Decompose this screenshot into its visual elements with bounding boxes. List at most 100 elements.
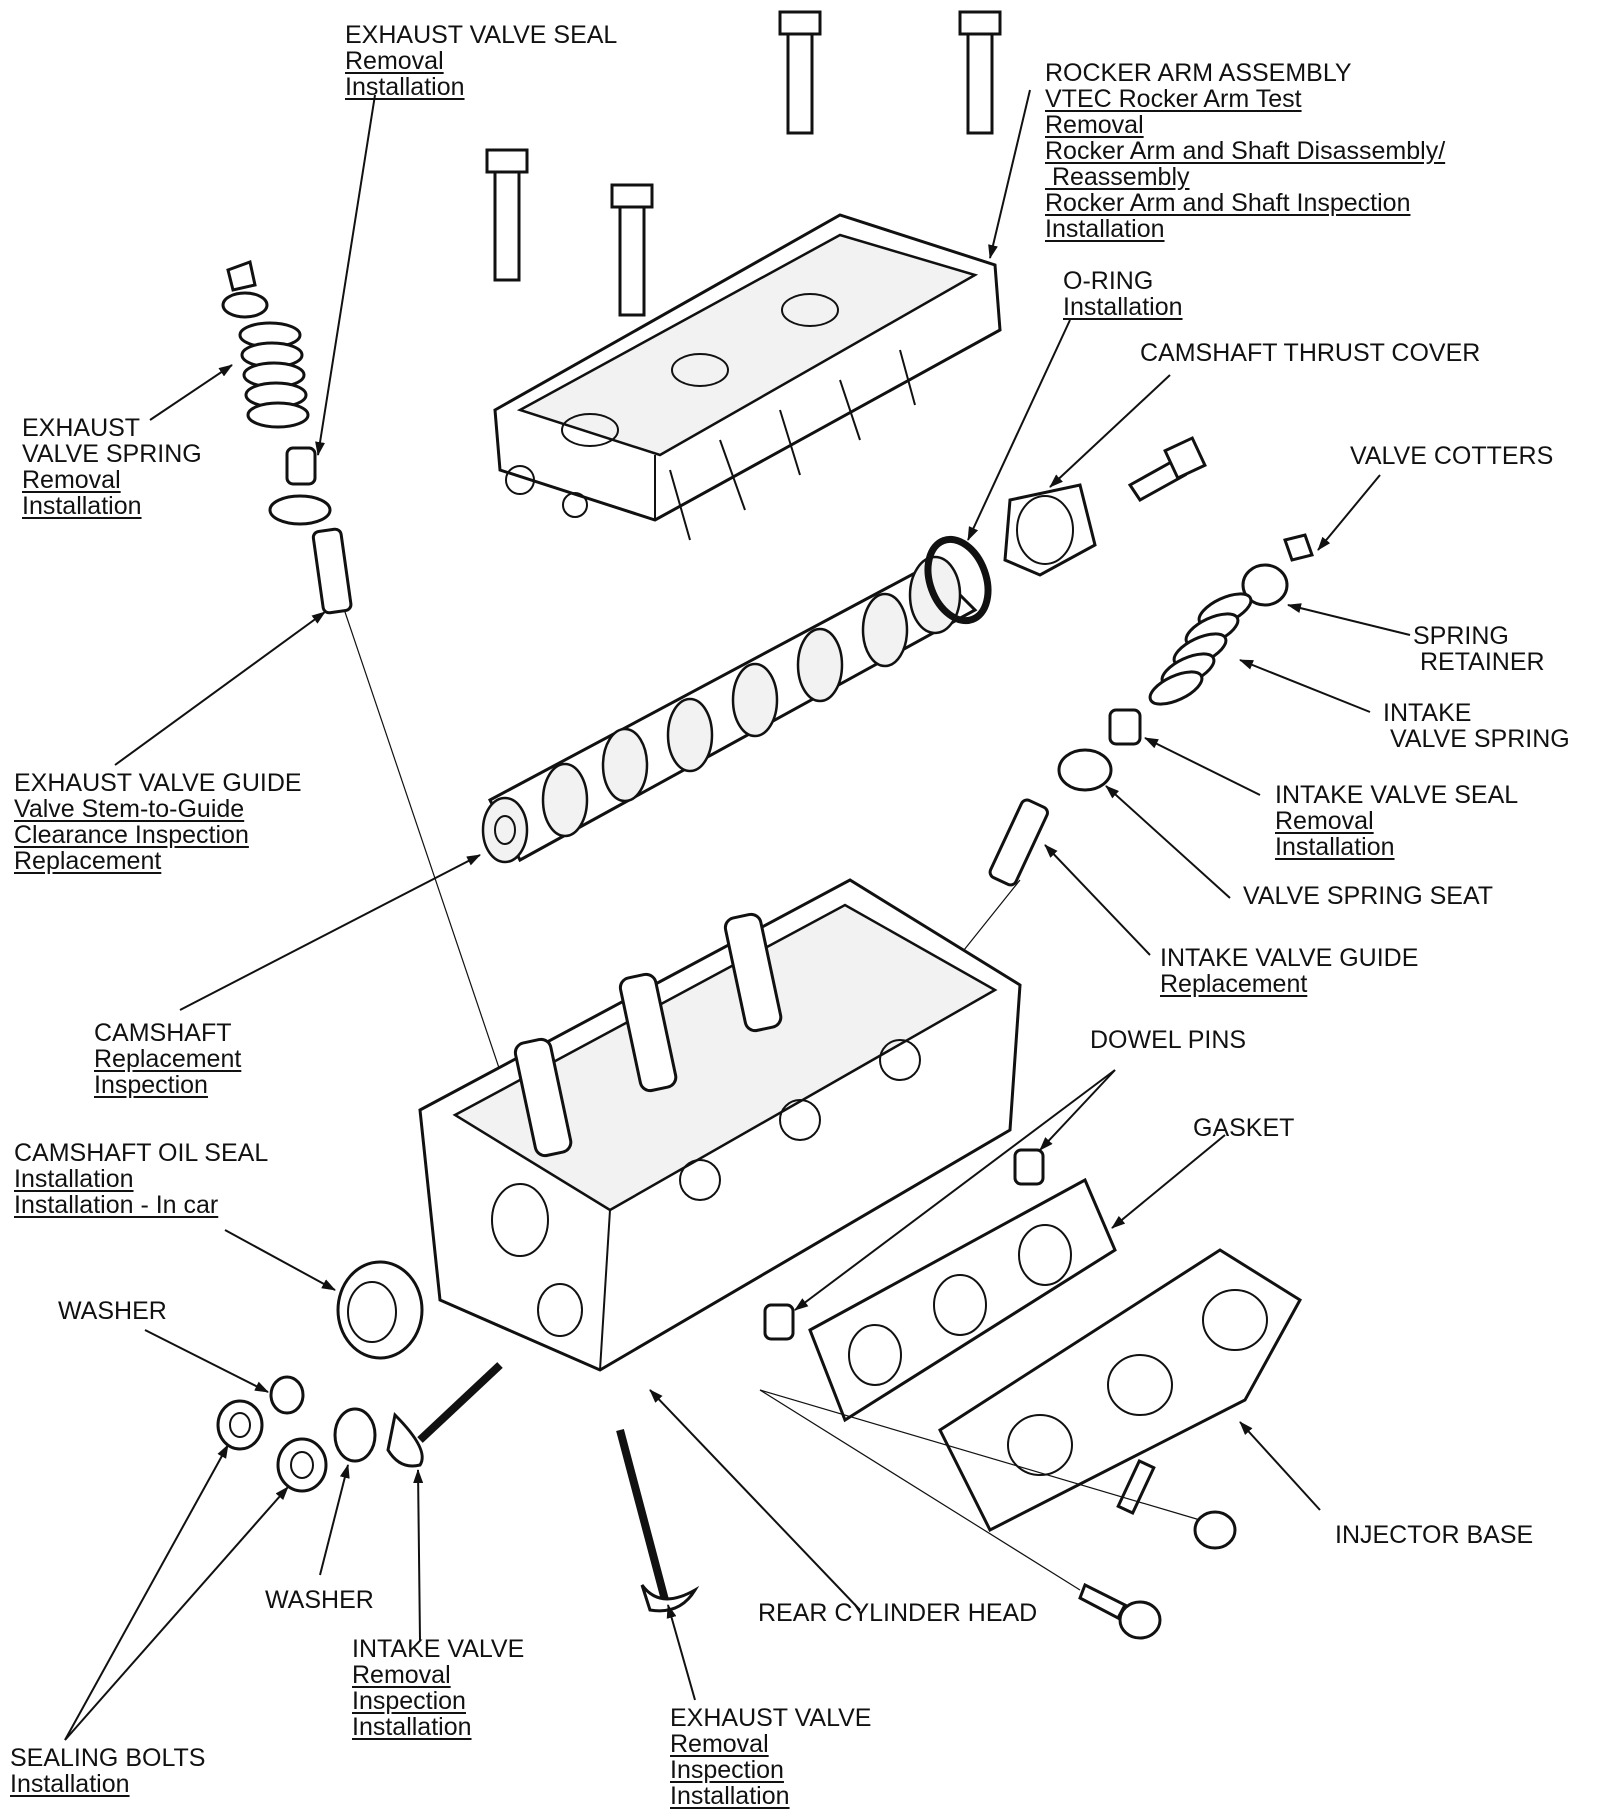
label-sealing-bolts: SEALING BOLTS Installation	[10, 1745, 205, 1797]
link-removal[interactable]: Removal	[1045, 111, 1144, 139]
exhaust-valve-seal-part	[285, 446, 317, 486]
link-installation-in-car[interactable]: Installation - In car	[14, 1191, 219, 1219]
link-installation[interactable]: Installation	[1063, 293, 1183, 321]
link-installation[interactable]: Installation	[345, 73, 465, 101]
injector-base-nut	[1193, 1510, 1237, 1550]
intake-valve-seal-part	[1108, 708, 1142, 746]
link-disassembly[interactable]: Rocker Arm and Shaft Disassembly/	[1045, 137, 1446, 165]
label-o-ring: O-RING Installation	[1063, 268, 1183, 320]
label-intake-valve-spring: INTAKE VALVE SPRING	[1383, 700, 1570, 752]
label-title: VALVE COTTERS	[1350, 442, 1554, 470]
label-title: EXHAUST VALVE	[670, 1704, 872, 1732]
link-reassembly[interactable]: Reassembly	[1045, 163, 1190, 191]
leader-lines	[64, 89, 1411, 1741]
link-removal[interactable]: Removal	[670, 1730, 769, 1758]
label-camshaft-thrust-cover: CAMSHAFT THRUST COVER	[1140, 340, 1480, 366]
injector-base-bolt	[1078, 1582, 1162, 1640]
link-replacement[interactable]: Replacement	[94, 1045, 242, 1073]
link-replacement[interactable]: Replacement	[1160, 970, 1308, 998]
rocker-bolt-3	[778, 10, 822, 135]
exhaust-valve-spring-seat	[268, 494, 332, 526]
rocker-bolt-4	[958, 10, 1002, 135]
link-clearance-inspection[interactable]: Clearance Inspection	[14, 821, 249, 849]
camshaft-part	[481, 555, 978, 864]
label-injector-base: INJECTOR BASE	[1335, 1522, 1533, 1548]
sealing-bolt-2	[276, 1437, 328, 1493]
label-intake-valve-seal: INTAKE VALVE SEAL Removal Installation	[1275, 782, 1518, 860]
link-removal[interactable]: Removal	[352, 1661, 451, 1689]
washer-top-part	[269, 1375, 305, 1415]
rear-cylinder-head-part	[418, 878, 1022, 1372]
label-intake-valve: INTAKE VALVE Removal Inspection Installa…	[352, 1636, 524, 1740]
label-camshaft: CAMSHAFT Replacement Inspection	[94, 1020, 241, 1098]
link-inspection[interactable]: Inspection	[670, 1756, 784, 1784]
label-rocker-arm-assembly: ROCKER ARM ASSEMBLY VTEC Rocker Arm Test…	[1045, 60, 1445, 242]
label-title: SPRING	[1413, 622, 1509, 650]
link-vtec-rocker-arm-test[interactable]: VTEC Rocker Arm Test	[1045, 85, 1302, 113]
dowel-pin-2	[763, 1303, 795, 1341]
link-installation[interactable]: Installation	[670, 1782, 790, 1810]
label-title-line-2: RETAINER	[1420, 648, 1545, 676]
camshaft-oil-seal-part	[336, 1260, 424, 1360]
label-title: INTAKE VALVE	[352, 1635, 525, 1663]
label-title: SEALING BOLTS	[10, 1744, 206, 1772]
label-camshaft-oil-seal: CAMSHAFT OIL SEAL Installation Installat…	[14, 1140, 268, 1218]
link-removal[interactable]: Removal	[1275, 807, 1374, 835]
label-exhaust-valve-guide: EXHAUST VALVE GUIDE Valve Stem-to-Guide …	[14, 770, 302, 874]
label-spring-retainer: SPRING RETAINER	[1413, 623, 1545, 675]
label-rear-cylinder-head: REAR CYLINDER HEAD	[758, 1600, 1037, 1626]
link-valve-stem-to-guide[interactable]: Valve Stem-to-Guide	[14, 795, 245, 823]
exhaust-valve-spring-part	[238, 321, 310, 429]
label-title-line-2: VALVE SPRING	[1390, 725, 1570, 753]
injector-base-stud	[1116, 1458, 1156, 1516]
label-intake-valve-guide: INTAKE VALVE GUIDE Replacement	[1160, 945, 1418, 997]
camshaft-thrust-cover-part	[1003, 483, 1097, 577]
exhaust-spring-retainer	[221, 291, 269, 319]
link-installation[interactable]: Installation	[1275, 833, 1395, 861]
label-title: INTAKE VALVE SEAL	[1275, 781, 1519, 809]
link-installation[interactable]: Installation	[352, 1713, 472, 1741]
link-rocker-arm-shaft-inspection[interactable]: Rocker Arm and Shaft Inspection	[1045, 189, 1411, 217]
intake-valve-spring-part	[1148, 592, 1253, 706]
label-title: DOWEL PINS	[1090, 1026, 1247, 1054]
label-title: CAMSHAFT OIL SEAL	[14, 1139, 269, 1167]
washer-bottom-part	[333, 1407, 377, 1463]
link-inspection[interactable]: Inspection	[352, 1687, 466, 1715]
cylinder-head-valve-tube-2	[618, 972, 678, 1093]
link-installation[interactable]: Installation	[1045, 215, 1165, 243]
link-installation[interactable]: Installation	[10, 1770, 130, 1798]
label-exhaust-valve: EXHAUST VALVE Removal Inspection Install…	[670, 1705, 871, 1809]
label-title: GASKET	[1193, 1114, 1295, 1142]
label-title: CAMSHAFT THRUST COVER	[1140, 339, 1481, 367]
label-title: O-RING	[1063, 267, 1154, 295]
label-title: WASHER	[265, 1586, 374, 1614]
label-title: ROCKER ARM ASSEMBLY	[1045, 59, 1352, 87]
label-title-line-2: VALVE SPRING	[22, 440, 202, 468]
label-title: VALVE SPRING SEAT	[1243, 882, 1494, 910]
label-title: WASHER	[58, 1297, 167, 1325]
label-valve-spring-seat: VALVE SPRING SEAT	[1243, 883, 1493, 909]
link-inspection[interactable]: Inspection	[94, 1071, 208, 1099]
link-removal[interactable]: Removal	[22, 466, 121, 494]
label-valve-cotters: VALVE COTTERS	[1350, 443, 1553, 469]
thrust-cover-bolt	[1127, 436, 1207, 502]
label-exhaust-valve-spring: EXHAUST VALVE SPRING Removal Installatio…	[22, 415, 202, 519]
injector-base-part	[938, 1248, 1302, 1533]
dowel-pin-1	[1013, 1148, 1045, 1186]
link-replacement[interactable]: Replacement	[14, 847, 162, 875]
label-title: CAMSHAFT	[94, 1019, 232, 1047]
link-installation[interactable]: Installation	[14, 1165, 134, 1193]
label-washer-bottom: WASHER	[265, 1587, 374, 1613]
label-exhaust-valve-seal: EXHAUST VALVE SEAL Removal Installation	[345, 22, 617, 100]
exhaust-valve-guide-part	[311, 527, 353, 615]
link-removal[interactable]: Removal	[345, 47, 444, 75]
label-title: EXHAUST VALVE GUIDE	[14, 769, 302, 797]
label-title: INTAKE	[1383, 699, 1472, 727]
intake-valve-guide-part	[988, 798, 1049, 887]
link-installation[interactable]: Installation	[22, 492, 142, 520]
intake-valve-cotters	[1283, 533, 1314, 562]
gasket-part	[808, 1177, 1117, 1423]
intake-valve-spring-seat	[1057, 748, 1113, 792]
cylinder-head-valve-tube-3	[723, 912, 783, 1033]
